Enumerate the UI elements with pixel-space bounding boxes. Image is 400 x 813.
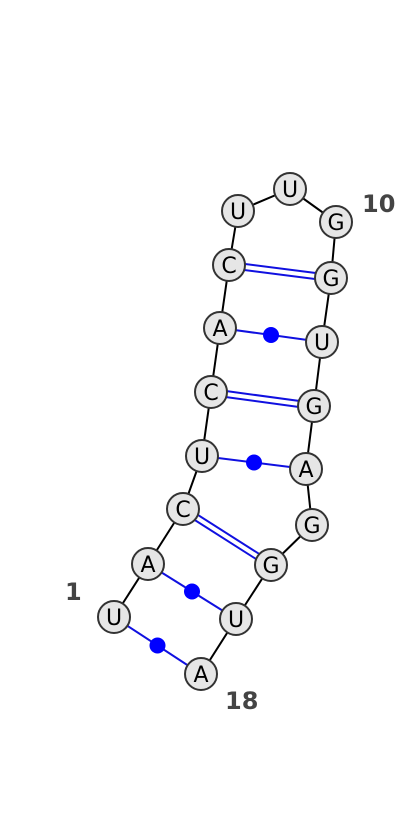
nucleotide-letter: G [305, 395, 322, 420]
nucleotide-circle [295, 508, 329, 542]
nucleotide-letter: G [303, 514, 320, 539]
base-pair-3-16-line-1 [180, 510, 270, 569]
nucleotide-letter: U [230, 200, 246, 225]
base-pair-5-13-line-2 [211, 388, 315, 405]
nucleotide-circle [273, 172, 307, 206]
nucleotide-17: U [219, 602, 253, 636]
nucleotide-9: U [273, 172, 307, 206]
nucleotide-5: C [194, 375, 228, 409]
base-pair-layer [113, 261, 332, 675]
nucleotide-circle [194, 375, 228, 409]
nucleotide-circle [289, 452, 323, 486]
nucleotide-letter: U [314, 331, 330, 356]
nucleotide-circle [219, 602, 253, 636]
position-label-mid: 10 [362, 190, 395, 218]
nucleotide-letter: G [327, 211, 344, 236]
nucleotide-letter: U [194, 445, 210, 470]
nucleotide-circle [314, 261, 348, 295]
nucleotide-3: C [166, 492, 200, 526]
nucleotide-7: C [212, 248, 246, 282]
nucleotide-15: G [295, 508, 329, 542]
position-label-start: 1 [65, 578, 82, 606]
nucleotide-2: A [131, 547, 165, 581]
nucleotide-circle [212, 248, 246, 282]
base-pair-4-14-wobble-dot [246, 454, 262, 471]
nucleotide-circle [221, 194, 255, 228]
position-label-end: 18 [225, 687, 258, 715]
nucleotide-letter: C [175, 498, 190, 523]
nucleotide-18: A [184, 657, 218, 691]
nucleotide-letter: G [262, 554, 279, 579]
nucleotide-circle [185, 439, 219, 473]
nucleotide-circle [319, 205, 353, 239]
nucleotide-letter: G [322, 267, 339, 292]
nucleotide-10: G [319, 205, 353, 239]
nucleotide-letter: C [221, 254, 236, 279]
nucleotide-11: G [314, 261, 348, 295]
base-pair-6-12-wobble-dot [263, 327, 279, 343]
nucleotide-letter: A [212, 317, 227, 342]
nucleotide-circle [254, 548, 288, 582]
nucleotide-letter: U [228, 608, 244, 633]
nucleotide-4: U [185, 439, 219, 473]
nucleotide-circle [131, 547, 165, 581]
nucleotide-letter: A [193, 663, 208, 688]
nucleotide-letter: C [203, 381, 218, 406]
base-pair-3-16-line-2 [184, 505, 274, 564]
nucleotide-8: U [221, 194, 255, 228]
nucleotide-12: U [305, 325, 339, 359]
nucleotide-circle [297, 389, 331, 423]
base-pair-7-11-line-2 [229, 261, 332, 277]
position-label-layer: 1 10 18 [65, 190, 395, 715]
base-pair-1-18-wobble-dot [149, 637, 166, 654]
nucleotide-13: G [297, 389, 331, 423]
base-pair-7-11-line-1 [228, 266, 331, 282]
base-pair-2-17-wobble-dot [184, 583, 200, 600]
nucleotide-letter: U [282, 178, 298, 203]
nucleotide-circle [203, 311, 237, 345]
nucleotide-circle [184, 657, 218, 691]
nucleotide-letter: U [106, 606, 122, 631]
nucleotide-letter: A [298, 458, 313, 483]
nucleotide-14: A [289, 452, 323, 486]
nucleotide-16: G [254, 548, 288, 582]
nucleotide-letter: A [140, 553, 155, 578]
nucleotide-1: U [97, 600, 131, 634]
nucleotide-6: A [203, 311, 237, 345]
nucleotide-circle [97, 600, 131, 634]
nucleotide-circle [305, 325, 339, 359]
base-pair-5-13-line-1 [210, 393, 314, 410]
nucleotide-circle [166, 492, 200, 526]
